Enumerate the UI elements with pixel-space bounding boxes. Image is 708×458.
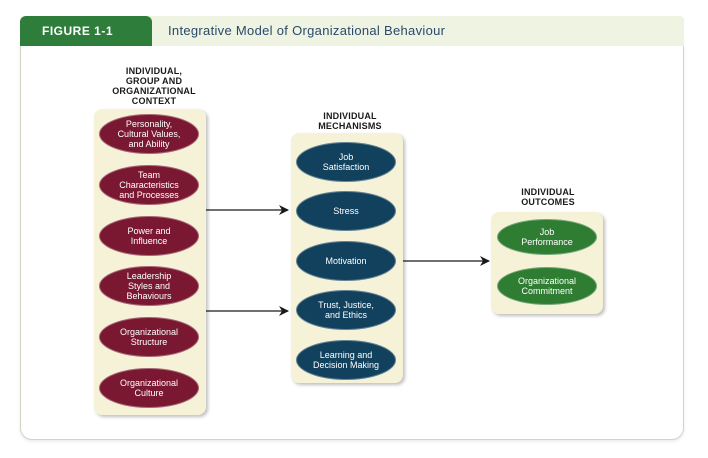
oval-line: and Ethics xyxy=(324,310,368,320)
context-panel xyxy=(94,109,206,415)
heading-line: MECHANISMS xyxy=(318,121,382,131)
oval-line: Organizational xyxy=(517,276,577,286)
oval-line: Satisfaction xyxy=(322,162,370,172)
oval-line: Trust, Justice, xyxy=(318,300,374,310)
oval-line: and Ability xyxy=(128,139,170,149)
oval-line: Structure xyxy=(130,337,168,347)
oval-line: Job xyxy=(539,227,555,237)
heading-line: CONTEXT xyxy=(131,96,177,106)
heading-line: INDIVIDUAL, xyxy=(125,66,183,76)
heading-line: OUTCOMES xyxy=(521,197,575,207)
oval-line: Influence xyxy=(130,236,168,246)
oval-line: Organizational xyxy=(119,327,179,337)
heading-line: GROUP AND xyxy=(125,76,183,86)
oval-line: Styles and xyxy=(127,281,171,291)
oval-line: Culture xyxy=(134,388,164,398)
heading-line: INDIVIDUAL xyxy=(323,111,377,121)
figure-label: FIGURE 1-1 xyxy=(20,16,152,46)
oval-line: Characteristics xyxy=(119,180,179,190)
oval-line: Personality, xyxy=(125,119,173,129)
oval-line: Leadership xyxy=(126,271,172,281)
mechanism-oval-motivation: Motivation xyxy=(296,241,396,281)
oval-line: Behaviours xyxy=(126,291,172,301)
oval-line: Commitment xyxy=(521,286,573,296)
oval-line: Organizational xyxy=(119,378,179,388)
outcomes-heading: INDIVIDUAL OUTCOMES xyxy=(488,187,608,207)
mechanism-oval-stress: Stress xyxy=(296,191,396,231)
mechanism-oval-trust: Trust, Justice,and Ethics xyxy=(296,290,396,330)
oval-line: Decision Making xyxy=(312,360,380,370)
oval-line: Team xyxy=(137,170,160,180)
heading-line: INDIVIDUAL xyxy=(521,187,575,197)
context-oval-personality: Personality,Cultural Values,and Ability xyxy=(99,114,199,154)
oval-line: Performance xyxy=(521,237,573,247)
figure-title: Integrative Model of Organizational Beha… xyxy=(168,23,446,38)
context-heading: INDIVIDUAL, GROUP AND ORGANIZATIONAL CON… xyxy=(96,66,212,106)
oval-line: Job xyxy=(338,152,354,162)
oval-line: Stress xyxy=(333,206,359,216)
oval-line: Motivation xyxy=(325,256,367,266)
oval-line: Cultural Values, xyxy=(117,129,181,139)
oval-line: Power and xyxy=(127,226,171,236)
heading-line: ORGANIZATIONAL xyxy=(112,86,196,96)
oval-line: and Processes xyxy=(119,190,179,200)
mechanisms-heading: INDIVIDUAL MECHANISMS xyxy=(292,111,408,131)
oval-line: Learning and xyxy=(319,350,373,360)
